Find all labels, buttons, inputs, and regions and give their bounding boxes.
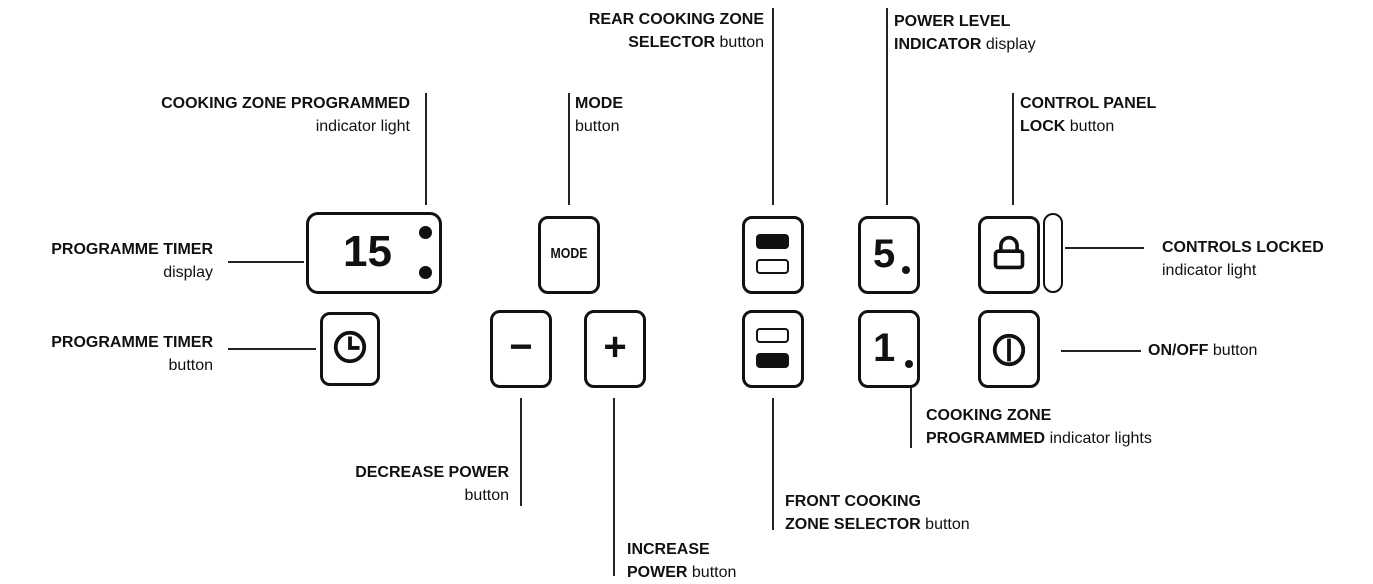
leader-line	[1065, 247, 1144, 249]
label-timer-button: PROGRAMME TIMER button	[51, 334, 213, 374]
plus-icon: +	[603, 325, 627, 369]
control-panel-lock-button[interactable]	[978, 216, 1040, 294]
label-zone-programmed-lights: COOKING ZONE PROGRAMMED indicator lights	[926, 407, 1152, 447]
programme-timer-button[interactable]	[320, 312, 380, 386]
clock-icon	[333, 330, 367, 364]
leader-line	[520, 398, 522, 506]
label-front-selector: FRONT COOKING ZONE SELECTOR button	[785, 493, 970, 533]
label-on-off: ON/OFF button	[1148, 342, 1258, 359]
label-controls-locked: CONTROLS LOCKED indicator light	[1162, 239, 1324, 279]
label-rear-selector: REAR COOKING ZONE SELECTOR button	[588, 11, 764, 51]
label-timer-display: PROGRAMME TIMER display	[51, 241, 213, 281]
leader-line	[772, 8, 774, 205]
mode-button[interactable]: MODE	[538, 216, 600, 294]
leader-line	[228, 348, 316, 350]
front-cooking-zone-selector-button[interactable]	[742, 310, 804, 388]
label-increase: INCREASE POWER button	[627, 541, 737, 581]
mode-button-label: MODE	[550, 245, 588, 262]
leader-line	[228, 261, 304, 263]
padlock-icon	[993, 235, 1025, 270]
power-level-front-display: 1	[858, 310, 920, 388]
leader-line	[613, 398, 615, 576]
leader-line	[425, 93, 427, 205]
label-power-level: POWER LEVEL INDICATOR display	[894, 13, 1036, 53]
decrease-power-button[interactable]: −	[490, 310, 552, 388]
programme-timer-display: 15	[306, 212, 442, 294]
minus-icon: −	[509, 325, 533, 369]
rear-zone-bar	[756, 328, 789, 343]
increase-power-button[interactable]: +	[584, 310, 646, 388]
power-level-rear-value: 5	[873, 232, 896, 276]
power-level-indicator-display: 5	[858, 216, 920, 294]
label-programmed-indicator: COOKING ZONE PROGRAMMED indicator light	[161, 95, 410, 135]
leader-line	[1061, 350, 1141, 352]
rear-zone-bar-active	[756, 234, 789, 249]
power-icon	[992, 333, 1026, 367]
leader-line	[772, 398, 774, 530]
programmed-indicator-light	[419, 226, 432, 239]
timer-value: 15	[343, 227, 392, 276]
label-panel-lock: CONTROL PANEL LOCK button	[1020, 95, 1157, 135]
controls-locked-indicator-light	[1043, 213, 1063, 293]
label-mode: MODE button	[575, 95, 623, 135]
leader-line	[568, 93, 570, 205]
front-zone-bar-active	[756, 353, 789, 368]
rear-cooking-zone-selector-button[interactable]	[742, 216, 804, 294]
leader-line	[910, 370, 912, 448]
zone-programmed-light	[905, 360, 913, 368]
leader-line	[886, 8, 888, 205]
power-level-front-value: 1	[873, 326, 896, 370]
programmed-indicator-light	[419, 266, 432, 279]
front-zone-bar	[756, 259, 789, 274]
leader-line	[1012, 93, 1014, 205]
on-off-button[interactable]	[978, 310, 1040, 388]
zone-programmed-light	[902, 266, 910, 274]
label-decrease: DECREASE POWER button	[355, 464, 509, 504]
